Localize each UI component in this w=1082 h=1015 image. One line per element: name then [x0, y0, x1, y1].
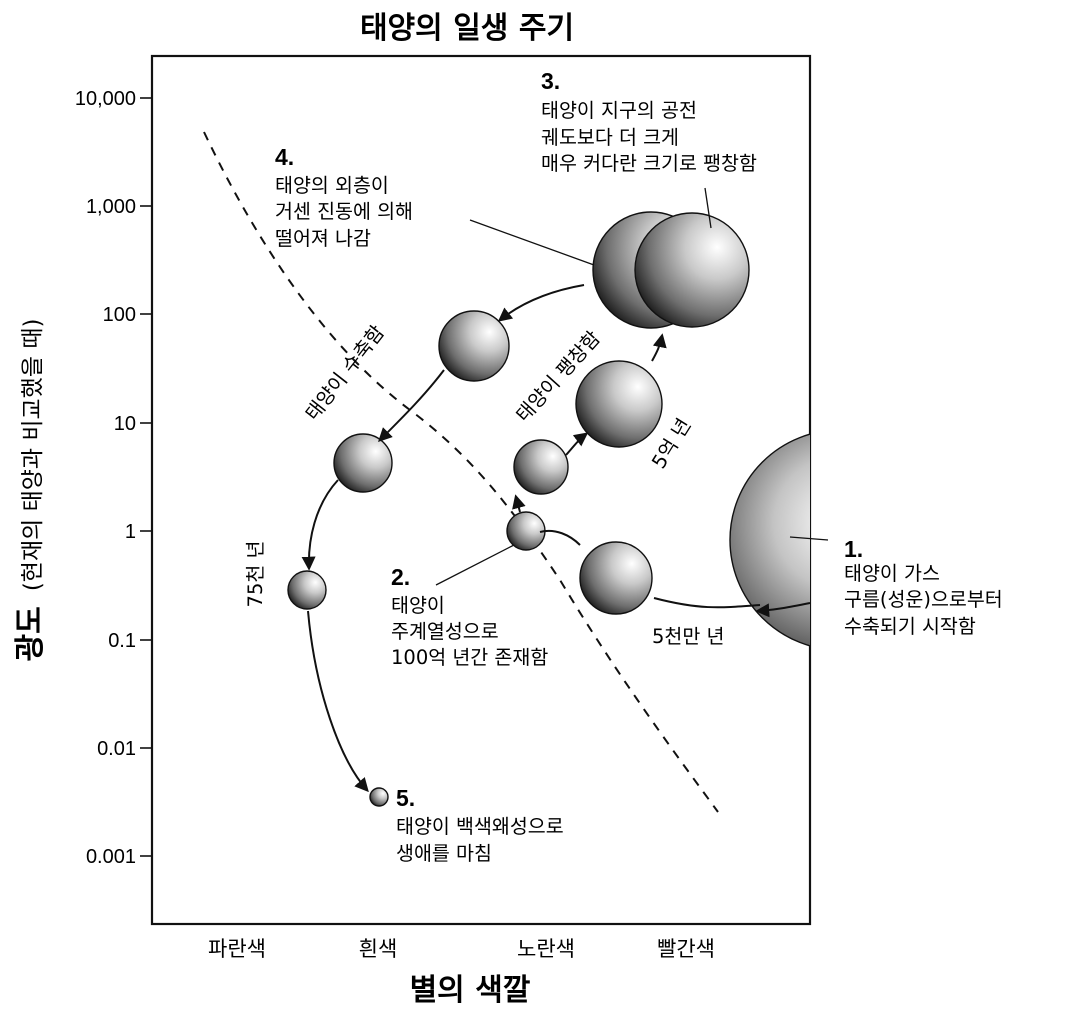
arrow-hot-to-cooling	[301, 479, 339, 571]
x-tick-label: 노란색	[517, 937, 575, 961]
expanding-sphere-medium	[575, 360, 663, 448]
arrow-protostar-to-main-sequence	[539, 529, 581, 546]
x-ticks: 파란색 흰색 노란색 빨간색	[208, 937, 715, 961]
evolution-path	[301, 284, 811, 793]
cooling-sphere	[287, 570, 327, 610]
stage-4-line: 떨어져 나감	[275, 227, 371, 250]
contracting-sphere	[579, 541, 653, 615]
label-sun-contracts: 태양이 수축함	[301, 321, 389, 425]
stage-2-line: 주계열성으로	[391, 620, 499, 643]
stage-4-line: 거센 진동에 의해	[275, 200, 413, 223]
y-tick-label: 1	[125, 521, 136, 543]
label-75-thousand-years: 75천 년	[244, 541, 267, 608]
diagram-title: 태양의 일생 주기	[360, 11, 574, 46]
pointer-lines	[435, 187, 829, 586]
pointer-line-stage-4	[469, 219, 595, 266]
y-ticks: 10,000 1,000 100 10 1 0.1 0.01 0.001	[75, 88, 152, 868]
hot-sphere	[333, 433, 393, 493]
stage-3-number: 3.	[541, 68, 560, 94]
y-axis-title-bold: 광도	[13, 606, 48, 661]
stage-5-number: 5.	[396, 785, 415, 811]
x-tick-label: 빨간색	[657, 937, 715, 961]
y-axis-title-rest: (현재의 태양과 비교했을 때)	[20, 319, 46, 592]
stage-5-annotation: 5. 태양이 백색왜성으로 생애를 마침	[396, 785, 564, 865]
main-sequence-sphere	[506, 511, 546, 551]
stage-1-annotation: 1. 태양이 가스 구름(성운)으로부터 수축되기 시작함	[844, 536, 1003, 638]
stage-3-line: 태양이 지구의 공전	[541, 99, 697, 122]
main-sequence-dashed-line	[203, 131, 719, 813]
arrow-expand-small-to-medium	[565, 432, 589, 456]
y-tick-label: 1,000	[86, 196, 136, 218]
stage-3-line: 매우 커다란 크기로 팽창함	[541, 152, 757, 175]
stage-4-line: 태양의 외층이	[275, 174, 389, 197]
x-tick-label: 흰색	[359, 937, 398, 961]
y-tick-label: 10,000	[75, 88, 136, 110]
y-tick-label: 100	[103, 304, 136, 326]
arrow-expand-to-giant	[651, 333, 667, 362]
arrow-shrink-to-hot	[378, 369, 445, 442]
arrow-main-to-expand	[512, 494, 526, 513]
shrinking-sphere	[438, 310, 510, 382]
red-giant-sphere-front	[634, 212, 750, 328]
x-tick-label: 파란색	[208, 937, 266, 961]
stage-1-number: 1.	[844, 536, 863, 562]
stage-4-number: 4.	[275, 144, 294, 170]
stage-1-line: 태양이 가스	[844, 562, 940, 585]
label-50-million-years: 5천만 년	[652, 625, 724, 648]
arrow-cooling-to-white-dwarf	[307, 610, 369, 793]
stage-5-line: 생애를 마침	[396, 842, 492, 865]
y-tick-label: 0.1	[108, 630, 136, 652]
y-tick-label: 0.001	[86, 846, 136, 868]
stage-1-line: 구름(성운)으로부터	[844, 588, 1003, 611]
spheres	[287, 211, 810, 807]
y-tick-label: 0.01	[97, 738, 136, 760]
pointer-line-stage-2	[435, 544, 515, 586]
white-dwarf-sphere	[369, 787, 389, 807]
stage-1-line: 수축되기 시작함	[844, 615, 976, 638]
stage-4-annotation: 4. 태양의 외층이 거센 진동에 의해 떨어져 나감	[275, 144, 413, 250]
arrow-into-nebula-path	[755, 602, 811, 618]
y-tick-label: 10	[114, 413, 136, 435]
stage-3-annotation: 3. 태양이 지구의 공전 궤도보다 더 크게 매우 커다란 크기로 팽창함	[541, 68, 757, 175]
plot-frame	[150, 54, 812, 926]
stage-3-line: 궤도보다 더 크게	[541, 126, 679, 149]
stage-2-line: 100억 년간 존재함	[391, 646, 548, 669]
stage-2-annotation: 2. 태양이 주계열성으로 100억 년간 존재함	[391, 564, 548, 669]
stage-2-line: 태양이	[391, 594, 445, 617]
nebula-sphere	[729, 433, 810, 647]
expanding-sphere-small	[513, 439, 569, 495]
arrow-nebula-to-protostar	[653, 597, 761, 609]
pointer-line-stage-1	[789, 536, 829, 541]
stage-5-line: 태양이 백색왜성으로	[396, 815, 564, 838]
pointer-line-stage-3	[704, 187, 712, 229]
y-axis-title: 광도 (현재의 태양과 비교했을 때)	[13, 319, 48, 662]
stage-2-number: 2.	[391, 564, 410, 590]
x-axis-title: 별의 색깔	[410, 973, 531, 1008]
arrow-giant-to-shrink	[497, 284, 585, 322]
